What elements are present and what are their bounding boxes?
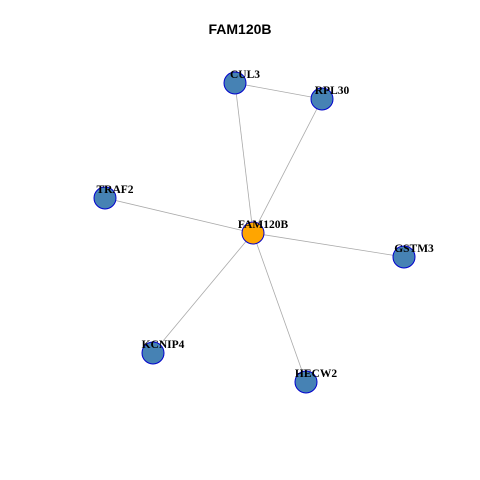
nodes-layer (93, 71, 416, 394)
node-rpl30 (310, 87, 334, 111)
node-gstm3 (392, 245, 416, 269)
edge-gstm3-fam120b (252, 232, 405, 258)
node-fam120b (241, 221, 265, 245)
edge-hecw2-fam120b (252, 232, 307, 383)
node-label-kcnip4: KCNIP4 (142, 339, 185, 351)
node-hecw2 (294, 370, 318, 394)
node-label-hecw2: HECW2 (295, 368, 337, 380)
node-label-rpl30: RPL30 (315, 85, 350, 97)
node-kcnip4 (141, 341, 165, 365)
node-label-fam120b: FAM120B (238, 219, 289, 231)
node-label-traf2: TRAF2 (96, 184, 133, 196)
graph-title: FAM120B (208, 21, 272, 37)
node-label-gstm3: GSTM3 (394, 243, 434, 255)
edge-cul3-rpl30 (234, 82, 323, 100)
edge-traf2-fam120b (104, 197, 254, 234)
edge-kcnip4-fam120b (152, 232, 254, 354)
edge-cul3-fam120b (234, 82, 254, 234)
edge-rpl30-fam120b (252, 98, 323, 234)
edges-layer (104, 82, 405, 383)
node-label-cul3: CUL3 (230, 69, 260, 81)
node-traf2 (93, 186, 117, 210)
node-cul3 (223, 71, 247, 95)
